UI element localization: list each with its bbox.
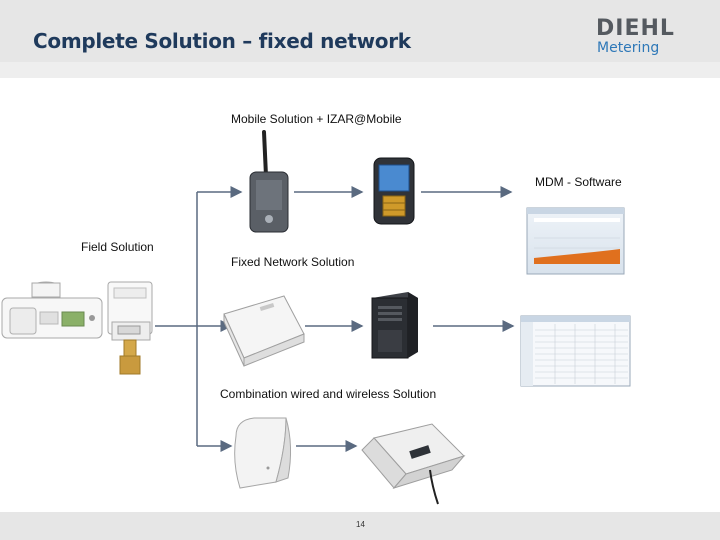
mobile-solution-label: Mobile Solution + IZAR@Mobile bbox=[231, 112, 402, 126]
wireless-node-device bbox=[234, 417, 292, 489]
din-controller-device bbox=[361, 423, 466, 505]
page-number: 14 bbox=[356, 520, 365, 529]
connector-lines bbox=[155, 186, 515, 452]
mdm-table-screenshot bbox=[520, 315, 631, 387]
mdm-chart-screenshot bbox=[526, 207, 625, 275]
page-title: Complete Solution – fixed network bbox=[33, 29, 411, 53]
water-meter-device bbox=[107, 281, 153, 375]
handheld-terminal-device bbox=[373, 157, 415, 225]
logo-wordmark: DIEHL bbox=[596, 16, 675, 41]
mobile-receiver-device bbox=[249, 130, 289, 233]
footer-bar bbox=[0, 512, 720, 540]
network-gateway-device bbox=[223, 295, 305, 367]
field-solution-label: Field Solution bbox=[81, 240, 154, 254]
heat-meter-device bbox=[1, 281, 103, 339]
logo-subtitle: Metering bbox=[597, 40, 660, 56]
diehl-logo: DIEHL Metering bbox=[596, 16, 704, 60]
mdm-software-label: MDM - Software bbox=[535, 175, 622, 189]
server-tower-device bbox=[371, 292, 418, 359]
header-band bbox=[0, 62, 720, 78]
fixed-network-solution-label: Fixed Network Solution bbox=[231, 255, 355, 269]
header-bar bbox=[0, 0, 720, 62]
combination-solution-label: Combination wired and wireless Solution bbox=[220, 387, 437, 401]
